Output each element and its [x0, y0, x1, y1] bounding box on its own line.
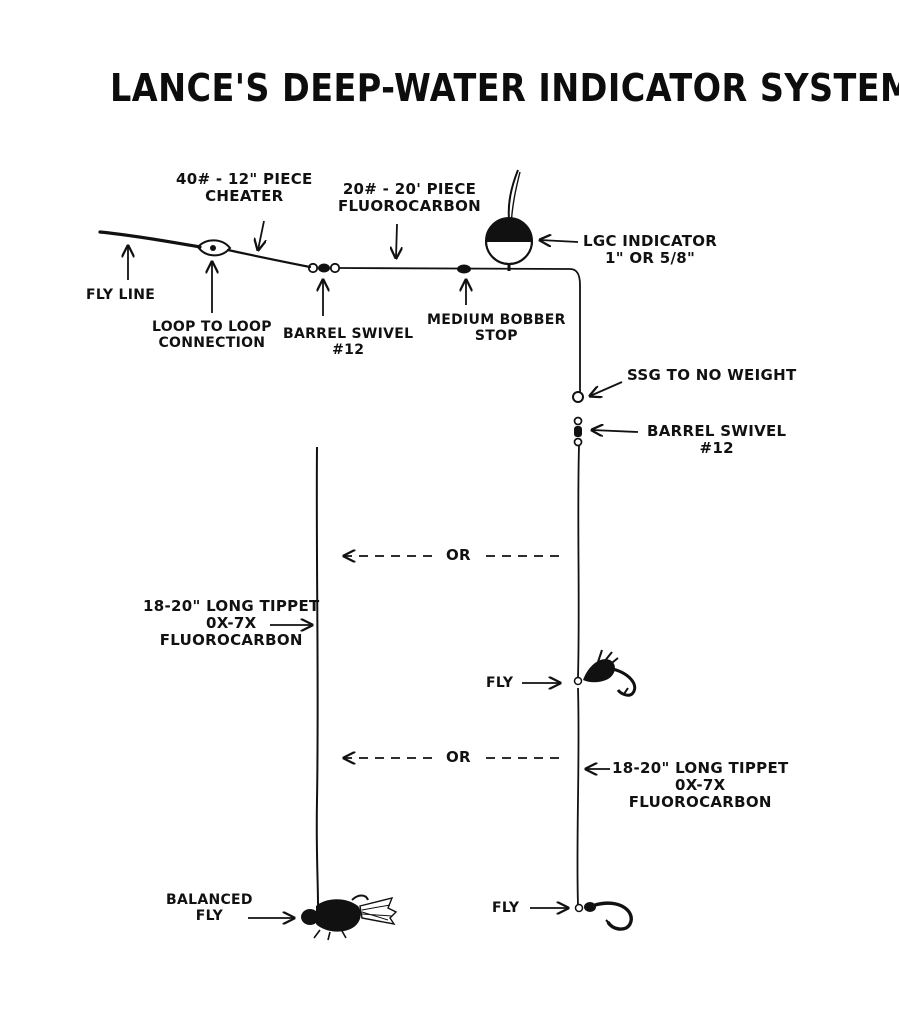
ssg-weight: [572, 391, 584, 403]
label-loop-line2: CONNECTION: [158, 334, 266, 351]
label-bobber-stop-line2: STOP: [474, 327, 518, 344]
fly-line: [98, 230, 202, 249]
cheater-leader: [226, 248, 312, 269]
label-tippet-right-line2: 0X-7X: [675, 775, 726, 794]
label-tippet-left-line3: FLUOROCARBON: [159, 630, 303, 649]
label-indicator: LGC INDICATOR 1" OR 5/8": [583, 233, 717, 267]
fly-upper-drawing: [573, 649, 637, 697]
label-balanced-fly-line2: FLY: [195, 907, 224, 924]
label-fly-line: FLY LINE: [86, 287, 156, 303]
label-fluorocarbon: 20# - 20' PIECE FLUOROCARBON: [338, 181, 481, 215]
barrel-swivel-top: [307, 262, 341, 274]
label-cheater-line2: CHEATER: [205, 186, 284, 205]
right-tippet-line: [577, 445, 580, 678]
label-tippet-right-line1: 18-20" LONG TIPPET: [612, 759, 789, 777]
left-tippet-line: [315, 446, 319, 906]
label-tippet-right-line3: FLUOROCARBON: [628, 792, 772, 811]
label-swivel-top: BARREL SWIVEL #12: [283, 326, 414, 358]
label-tippet-left: 18-20" LONG TIPPET 0X-7X FLUOROCARBON: [143, 598, 320, 648]
label-swivel-right-line1: BARREL SWIVEL: [647, 422, 787, 440]
label-fluorocarbon-line1: 20# - 20' PIECE: [342, 180, 477, 198]
arrow-weight: [590, 381, 623, 396]
label-swivel-top-line1: BARREL SWIVEL: [283, 326, 414, 342]
loop-knot: [210, 245, 216, 251]
label-bobber-stop: MEDIUM BOBBER STOP: [427, 312, 566, 344]
label-fluorocarbon-line2: FLUOROCARBON: [338, 196, 482, 215]
label-indicator-line1: LGC INDICATOR: [583, 232, 718, 250]
label-swivel-right-line2: #12: [699, 438, 734, 457]
diagram-title: LANCE'S DEEP-WATER INDICATOR SYSTEM: [110, 66, 899, 110]
label-balanced-fly: BALANCED FLY: [166, 892, 253, 924]
label-tippet-left-line2: 0X-7X: [206, 613, 257, 632]
right-lower-tippet-line: [576, 687, 580, 906]
label-balanced-fly-line1: BALANCED: [166, 892, 253, 908]
balanced-fly-drawing: [301, 894, 398, 941]
fly-lower-drawing: [574, 901, 633, 931]
label-swivel-top-line2: #12: [332, 341, 365, 358]
label-fly-upper: FLY: [486, 675, 514, 691]
arrow-indicator: [540, 240, 579, 242]
label-bobber-stop-line1: MEDIUM BOBBER: [427, 312, 566, 328]
arrow-swivel-right: [592, 430, 639, 432]
label-cheater-line1: 40# - 12" PIECE: [176, 170, 313, 188]
lgc-indicator: [484, 169, 534, 271]
fluorocarbon-line: [338, 267, 581, 392]
label-swivel-right: BARREL SWIVEL #12: [647, 423, 786, 457]
arrow-fluorocarbon: [396, 223, 397, 258]
loop-to-loop-connection: [196, 239, 232, 257]
label-fly-lower: FLY: [492, 900, 520, 916]
label-or-lower: OR: [446, 748, 471, 766]
arrow-cheater: [258, 220, 264, 250]
label-indicator-line2: 1" OR 5/8": [604, 248, 696, 267]
bobber-stop: [457, 264, 471, 274]
label-tippet-left-line1: 18-20" LONG TIPPET: [143, 597, 320, 615]
label-tippet-right: 18-20" LONG TIPPET 0X-7X FLUOROCARBON: [612, 760, 789, 810]
label-cheater: 40# - 12" PIECE CHEATER: [176, 171, 313, 205]
barrel-swivel-right: [573, 416, 583, 447]
label-loop-line1: LOOP TO LOOP: [152, 319, 272, 335]
label-or-upper: OR: [446, 546, 471, 564]
label-weight: SSG TO NO WEIGHT: [627, 366, 797, 384]
label-loop: LOOP TO LOOP CONNECTION: [152, 319, 272, 351]
